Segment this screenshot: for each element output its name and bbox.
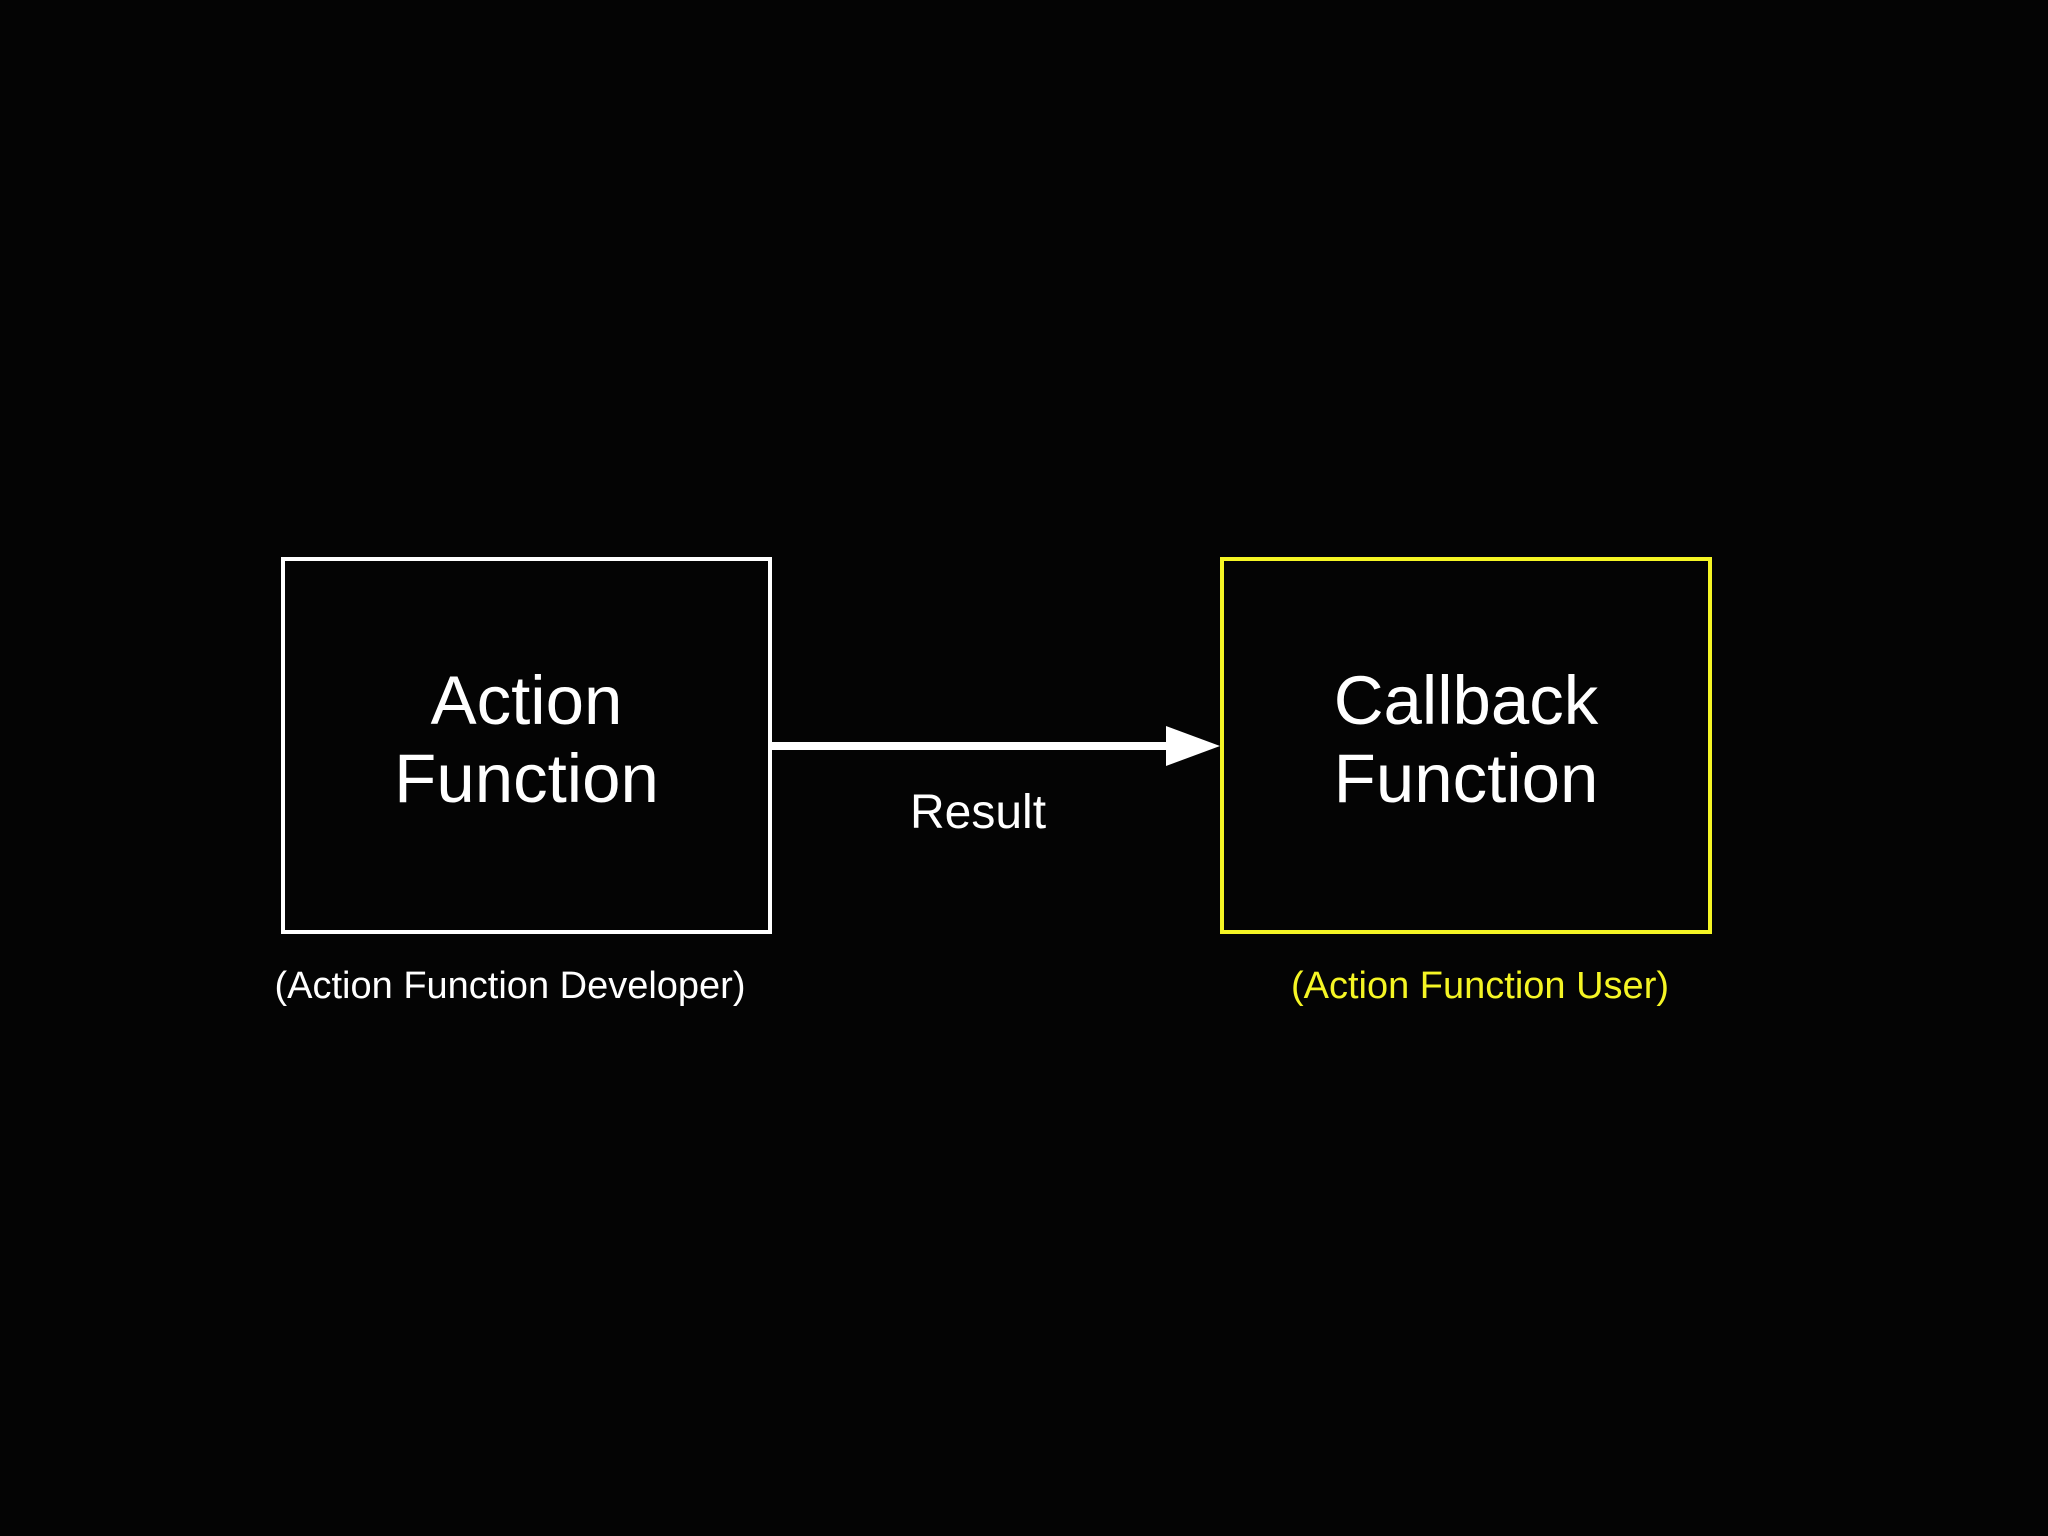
action-function-developer-caption: (Action Function Developer) (274, 965, 746, 1007)
action-function-user-caption: (Action Function User) (1290, 965, 1669, 1007)
result-label: Result (909, 786, 1047, 839)
action-function-label-line2: Function (394, 739, 659, 817)
callback-function-label: Callback Function (1334, 662, 1599, 818)
callback-function-label-line2: Function (1333, 739, 1599, 817)
callback-function-label-line1: Callback (1333, 661, 1599, 739)
action-function-label-line1: Action (430, 661, 623, 739)
action-function-label: Action Function (394, 662, 659, 818)
action-function-box: Action Function (281, 557, 772, 934)
callback-function-box: Callback Function (1220, 557, 1712, 934)
result-arrow-head (1166, 726, 1220, 766)
